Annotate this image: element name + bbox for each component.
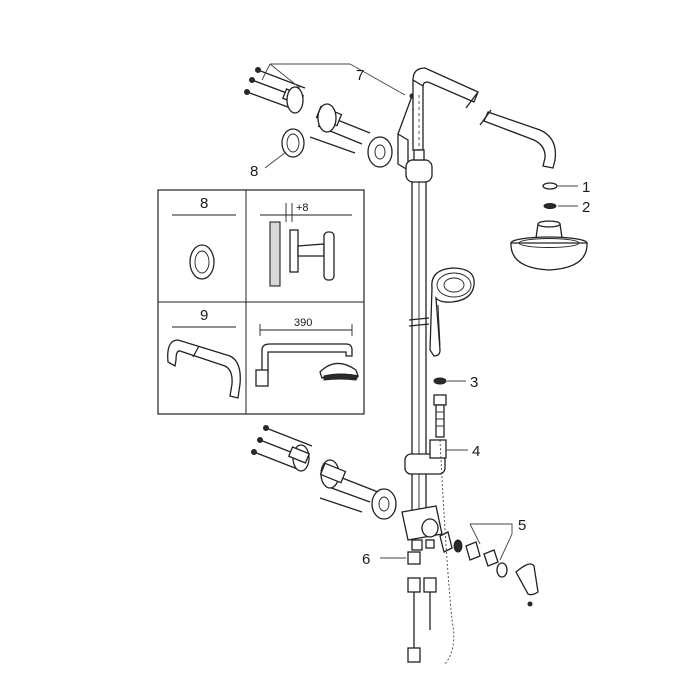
hose-connector <box>433 394 447 438</box>
cover-rosette-lower <box>371 488 397 520</box>
inset-dim-length: 390 <box>294 317 312 329</box>
callout-2-label: 2 <box>582 199 590 216</box>
adapter-ring-upper <box>281 128 305 158</box>
inset-dim-offset: +8 <box>296 202 309 214</box>
hand-shower <box>429 267 475 357</box>
installation-inset: 8 +8 9 390 <box>157 189 365 415</box>
callout-4-label: 4 <box>472 443 480 460</box>
bracket-flange-upper <box>286 86 304 114</box>
callout-7-label: 7 <box>356 67 364 84</box>
inset-cell-8-label: 8 <box>200 195 208 212</box>
upper-screws <box>244 67 371 154</box>
riser-rail <box>405 95 433 516</box>
lower-wall-bracket <box>251 425 397 520</box>
head-shower <box>510 220 588 271</box>
inset-cell-8: 8 <box>172 195 236 280</box>
callout-6: 6 <box>362 551 421 568</box>
callout-7: 7 <box>261 63 406 96</box>
callout-2: 2 <box>543 199 590 216</box>
callout-1-label: 1 <box>582 179 590 196</box>
inset-cell-arm-length: 390 <box>255 317 359 387</box>
diverter-body <box>401 505 443 551</box>
callout-8: 8 <box>250 151 287 180</box>
callout-5-assembly: 5 <box>439 517 539 607</box>
callout-1: 1 <box>542 179 590 196</box>
callout-3: 3 <box>433 374 478 391</box>
inset-cell-wall-offset: +8 <box>260 202 352 287</box>
shower-arm <box>412 67 557 169</box>
callout-5-label: 5 <box>518 517 526 534</box>
callout-6-label: 6 <box>362 551 370 568</box>
cover-rosette-upper <box>367 136 393 168</box>
slider-holder: 4 <box>404 439 480 475</box>
callout-8-label: 8 <box>250 163 258 180</box>
inset-cell-9-label: 9 <box>200 307 208 324</box>
callout-3-label: 3 <box>470 374 478 391</box>
inset-cell-9: 9 <box>167 307 241 399</box>
inlet-hoses <box>407 439 455 666</box>
upper-wall-bracket <box>244 67 415 172</box>
